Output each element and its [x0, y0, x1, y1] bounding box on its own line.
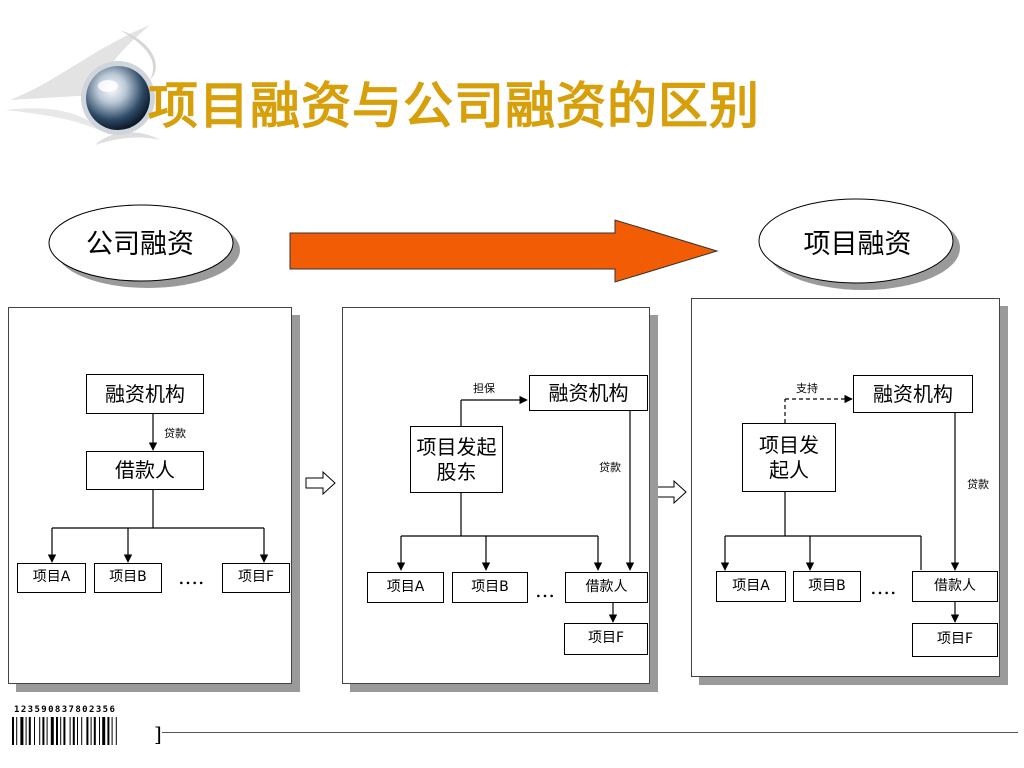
barcode-bar [93, 717, 96, 745]
barcode-bar [12, 717, 14, 745]
p1-financing-institution-box: 融资机构 [86, 374, 204, 414]
p3-project-a-box: 项目A [716, 571, 786, 602]
p3-loan-label: 贷款 [967, 478, 989, 491]
p3-borrower-box: 借款人 [912, 571, 998, 602]
barcode-bar [42, 717, 45, 745]
barcode-bar [16, 717, 18, 745]
barcode-number: 12359083780235​6 [14, 705, 117, 715]
barcode-bar [99, 717, 100, 745]
barcode-bar [50, 717, 54, 745]
p2-financing-institution-box: 融资机构 [529, 375, 648, 411]
logo-emblem-icon [5, 25, 160, 145]
p3-ellipsis: …. [870, 575, 897, 599]
oval-label-corporate-financing: 公司融资 [86, 229, 194, 260]
p1-project-f-box: 项目F [222, 563, 290, 593]
p1-ellipsis: …. [178, 565, 205, 589]
barcode-bar [115, 717, 117, 745]
barcode-bar [39, 717, 41, 745]
p3-project-f-box: 项目F [912, 623, 998, 657]
barcode-bar [63, 717, 66, 745]
panel-transition [342, 307, 650, 684]
p2-ellipsis: … [535, 578, 555, 602]
p2-project-sponsor-label: 项目发起股东 [416, 434, 497, 484]
barcode-bar [102, 717, 106, 745]
p2-project-f-box: 项目F [564, 623, 648, 655]
p1-project-a-box: 项目A [17, 563, 86, 593]
p3-project-sponsor-box: 项目发起人 [742, 423, 836, 492]
barcode-bar [86, 717, 89, 745]
p3-support-label: 支持 [796, 382, 818, 395]
barcode-bar [107, 717, 110, 745]
barcode-bar [20, 717, 24, 745]
barcode-bar [90, 717, 92, 745]
barcode-bar [25, 717, 27, 745]
page-title: 项目融资与公司融资的区别 [148, 76, 760, 135]
barcode-bar [111, 717, 113, 745]
barcode-bar [81, 717, 83, 745]
barcode-bar [56, 717, 58, 745]
barcode-bar [28, 717, 31, 745]
barcode-bar [69, 717, 71, 745]
p1-loan-label: 贷款 [164, 427, 186, 440]
barcode-bracket: ] [154, 722, 162, 746]
p2-borrower-box: 借款人 [565, 572, 648, 603]
oval-label-project-financing: 项目融资 [803, 229, 912, 260]
p1-borrower-box: 借款人 [86, 451, 204, 490]
barcode-bar [77, 717, 78, 745]
p3-project-b-box: 项目B [793, 571, 861, 602]
p2-loan-label: 贷款 [599, 461, 621, 474]
oval-shape-right [758, 198, 960, 290]
footer-divider [162, 732, 1018, 733]
p3-project-sponsor-label: 项目发起人 [759, 432, 819, 482]
p2-project-a-box: 项目A [367, 572, 444, 603]
panel-corporate-financing [8, 307, 292, 684]
p1-project-b-box: 项目B [94, 563, 162, 593]
p2-project-b-box: 项目B [452, 572, 528, 603]
barcode-bar [72, 717, 75, 745]
barcode-icon [12, 717, 117, 745]
big-right-arrow [289, 219, 719, 283]
barcode-bar [46, 717, 48, 745]
hollow-arrow-icon [305, 470, 336, 496]
barcode-bar [60, 717, 62, 745]
p3-financing-institution-box: 融资机构 [853, 375, 973, 413]
p2-guarantee-label: 担保 [473, 382, 495, 395]
barcode-bar [34, 717, 35, 745]
oval-shape-left [48, 204, 240, 288]
p2-project-sponsor-box: 项目发起股东 [410, 426, 503, 493]
hollow-arrow-icon [656, 479, 687, 505]
